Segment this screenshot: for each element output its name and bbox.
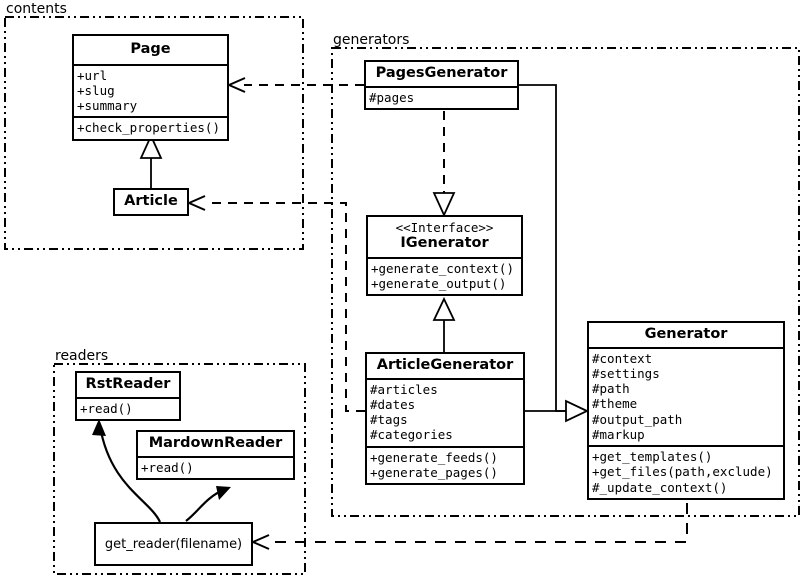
function-get-reader-label: get_reader(filename)	[104, 536, 243, 552]
class-pages-generator-attributes: #pages	[366, 85, 517, 108]
method: +get_files(path,exclude)	[592, 464, 773, 480]
class-mardown-reader[interactable]: MardownReader +read()	[136, 430, 295, 480]
package-label-contents: contents	[6, 1, 67, 17]
class-mardown-reader-name: MardownReader	[148, 435, 283, 451]
attribute: #tags	[370, 412, 408, 428]
attribute: +slug	[77, 82, 115, 98]
attribute: +url	[77, 67, 108, 83]
class-article-generator[interactable]: ArticleGenerator #articles #dates #tags …	[365, 352, 525, 486]
attribute: #theme	[592, 396, 638, 412]
relation-articlegenerator-realizes-igenerator	[432, 296, 456, 352]
method: +read()	[80, 400, 133, 416]
class-generator-methods: +get_templates() +get_files(path,exclude…	[589, 445, 783, 498]
class-page-methods: +check_properties()	[74, 116, 227, 138]
relation-article-inherits-page	[139, 133, 163, 188]
class-igenerator-name: <<Interface>> IGenerator	[368, 217, 521, 257]
class-article-generator-name: ArticleGenerator	[376, 357, 514, 373]
class-igenerator-methods: +generate_context() +generate_output()	[368, 256, 521, 295]
class-page-name: Page	[130, 41, 171, 57]
method: +generate_context()	[371, 260, 514, 276]
attribute: #pages	[369, 89, 415, 105]
class-rst-reader-methods: +read()	[77, 396, 179, 419]
attribute: #articles	[370, 381, 438, 397]
relation-pagesgenerator-uses-page	[228, 77, 364, 93]
class-generator-name: Generator	[644, 326, 728, 342]
class-page-attributes: +url +slug +summary	[74, 63, 227, 117]
attribute: #path	[592, 381, 630, 397]
attribute: #categories	[370, 427, 453, 443]
method: +generate_feeds()	[370, 449, 498, 465]
attribute: #context	[592, 350, 653, 366]
relation-pagesgenerator-realizes-igenerator	[432, 111, 456, 218]
class-generator-attributes: #context #settings #path #theme #output_…	[589, 346, 783, 446]
class-article[interactable]: Article	[113, 188, 189, 216]
class-pages-generator[interactable]: PagesGenerator #pages	[364, 60, 519, 110]
relation-articlegenerator-uses-article	[188, 195, 365, 412]
class-article-name: Article	[124, 193, 178, 209]
class-rst-reader-name: RstReader	[85, 376, 171, 392]
class-pages-generator-name: PagesGenerator	[375, 65, 508, 81]
method: +read()	[141, 459, 194, 475]
method: +generate_output()	[371, 275, 507, 291]
class-page[interactable]: Page +url +slug +summary +check_properti…	[72, 34, 229, 141]
attribute: #dates	[370, 396, 416, 412]
class-rst-reader[interactable]: RstReader +read()	[75, 371, 181, 421]
class-igenerator[interactable]: <<Interface>> IGenerator +generate_conte…	[366, 215, 523, 297]
class-article-generator-attributes: #articles #dates #tags #categories	[367, 377, 523, 446]
method: #_update_context()	[592, 479, 728, 495]
attribute: #output_path	[592, 411, 683, 427]
relation-pagesgenerator-extends-generator	[519, 84, 590, 423]
class-generator[interactable]: Generator #context #settings #path #them…	[587, 321, 785, 500]
class-article-generator-methods: +generate_feeds() +generate_pages()	[367, 445, 523, 484]
package-label-readers: readers	[55, 348, 109, 364]
attribute: #markup	[592, 426, 645, 442]
package-label-generators: generators	[333, 32, 410, 48]
relation-get-reader-creates-mardownreader	[185, 486, 231, 522]
method: +get_templates()	[592, 449, 713, 465]
class-igenerator-label: IGenerator	[400, 235, 489, 251]
attribute: #settings	[592, 365, 660, 381]
function-get-reader[interactable]: get_reader(filename)	[94, 522, 253, 566]
attribute: +summary	[77, 98, 138, 114]
relation-generator-uses-get-reader	[252, 503, 688, 550]
class-mardown-reader-methods: +read()	[138, 455, 293, 478]
method: +check_properties()	[77, 120, 220, 136]
method: +generate_pages()	[370, 464, 498, 480]
class-igenerator-stereotype: <<Interface>>	[395, 220, 494, 235]
